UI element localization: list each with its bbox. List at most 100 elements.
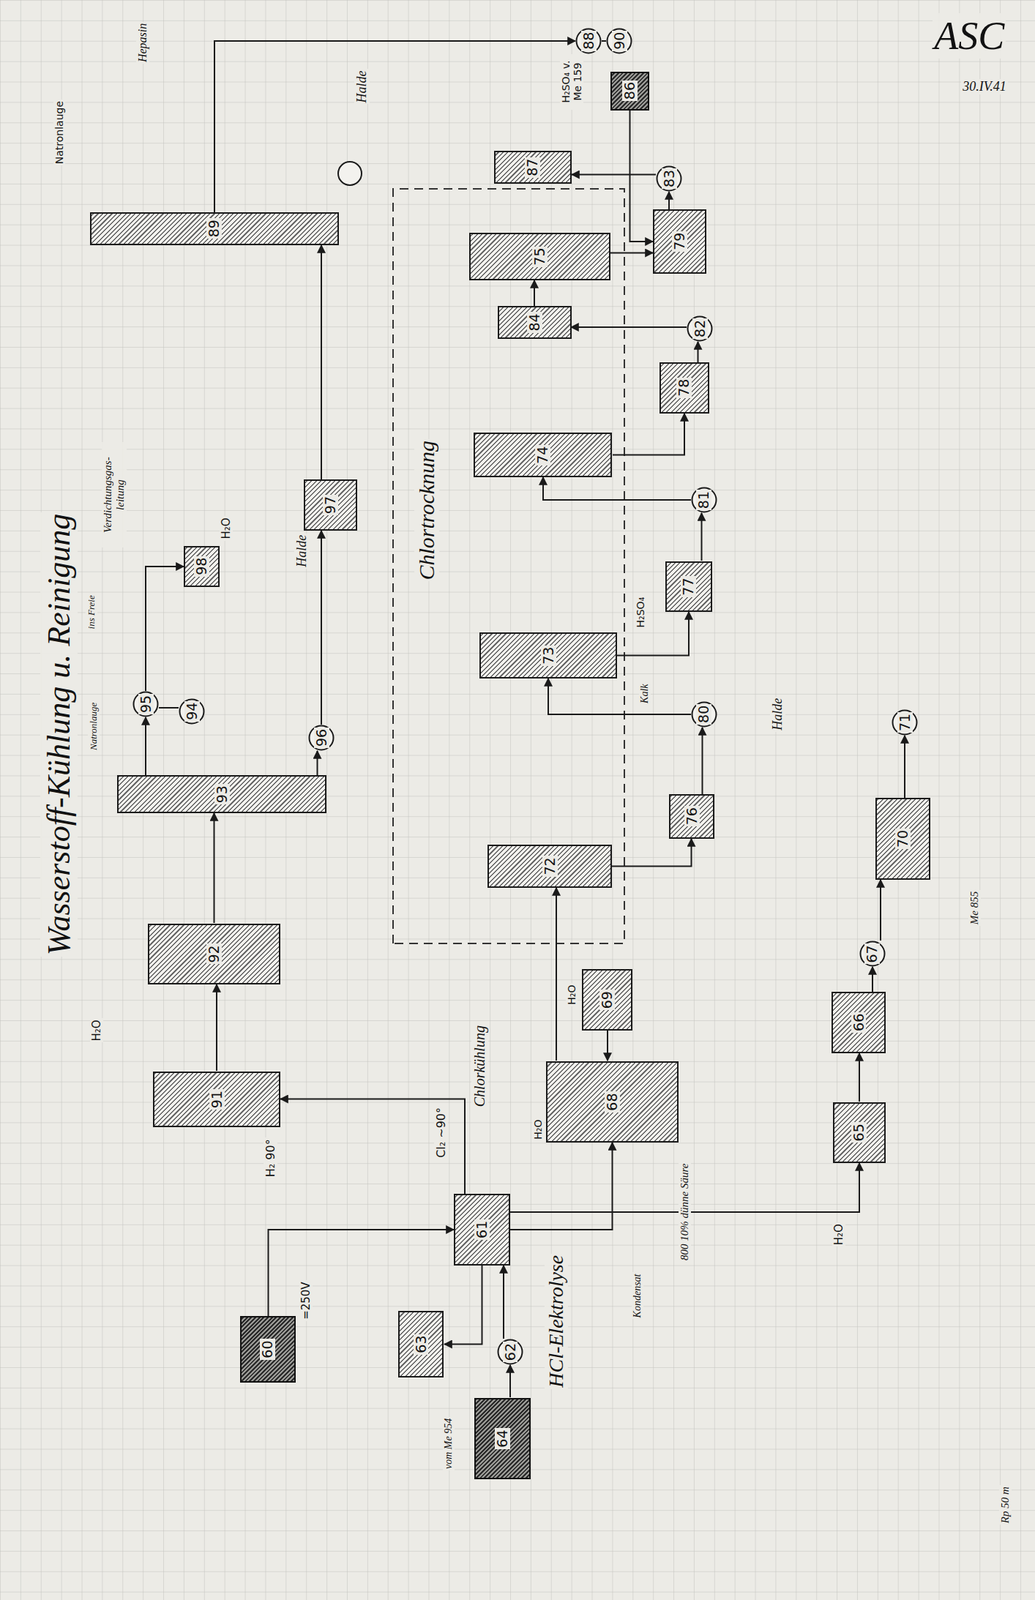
circle-shape (309, 725, 334, 750)
process-line (214, 40, 576, 213)
callout-number: 60 (259, 1338, 276, 1360)
process-line (158, 707, 179, 709)
pump-circle: 82 (686, 315, 713, 342)
callout-number: 91 (209, 1089, 225, 1110)
apparatus-box: 72 (487, 844, 612, 888)
pump-circle: 96 (308, 724, 335, 751)
text-stack: 62 (502, 1341, 519, 1363)
line-label: 800 10% dünne Säure (678, 1162, 691, 1262)
callout-number: 72 (542, 855, 558, 877)
callout-number: 83 (661, 168, 678, 189)
text-stack: 80 (696, 704, 712, 725)
callout-number: 73 (540, 645, 557, 667)
callout-number: 77 (680, 576, 697, 597)
callout-number: 96 (314, 727, 330, 749)
callout-number: 84 (527, 311, 543, 333)
annotation: Me 855 (968, 890, 981, 926)
sheet-title: Wasserstoff-Kühlung u. Reinigung (40, 512, 78, 957)
text-stack: 65 (851, 1122, 867, 1143)
apparatus-box: 69 (581, 969, 634, 1031)
callout-number: 68 (604, 1091, 620, 1112)
annotation: H₂SO₄ v. Me 159 (559, 54, 584, 110)
apparatus-box: 60 (240, 1316, 297, 1383)
text-stack: 69 (599, 989, 615, 1011)
process-line (571, 174, 656, 176)
annotation: Natronlauge (53, 99, 66, 166)
text-stack: 95 (138, 693, 154, 715)
apparatus-box: 84 (497, 305, 571, 339)
apparatus-box: 92 (147, 923, 281, 986)
callout-number: 95 (138, 693, 154, 715)
process-line (548, 678, 691, 715)
annotation: H₂O (832, 1222, 846, 1247)
callout-number: 86 (622, 80, 638, 102)
dashed-region (393, 188, 625, 944)
apparatus-box: 86 (610, 71, 650, 111)
text-stack: 82 (692, 318, 708, 339)
process-line (509, 1365, 511, 1398)
apparatus-box: 75 (469, 232, 610, 282)
pump-symbol (338, 161, 362, 186)
callout-number: 70 (895, 828, 911, 850)
process-line (145, 566, 184, 691)
circle-shape (498, 1340, 523, 1365)
callout-number: 92 (206, 943, 222, 964)
callout-number: 63 (413, 1334, 429, 1355)
callout-number: 80 (696, 704, 712, 725)
callout-number: 79 (671, 231, 688, 252)
annotation: H₂SO₄ (634, 595, 647, 630)
apparatus-box: 93 (117, 775, 327, 814)
annotation: ins Freie (85, 593, 98, 631)
process-line (510, 1142, 613, 1230)
apparatus-box: 87 (494, 150, 572, 184)
process-line (606, 1030, 609, 1061)
apparatus-box: 77 (665, 561, 713, 613)
text-stack: 61 (474, 1219, 490, 1240)
callout-number: 94 (184, 701, 200, 722)
apparatus-box: 98 (183, 546, 220, 588)
text-stack: 76 (684, 805, 700, 827)
process-line (609, 252, 653, 254)
process-line (858, 1053, 861, 1102)
callout-number: 88 (581, 30, 597, 52)
process-line (144, 717, 147, 776)
text-stack: 94 (184, 701, 200, 722)
process-line (630, 110, 654, 242)
process-line (570, 326, 687, 328)
callout-number: 90 (611, 30, 628, 52)
pump-circle: 90 (606, 27, 633, 55)
annotation: Kondensat (631, 1272, 644, 1320)
process-line (502, 1265, 505, 1339)
annotation: Cl₂ ~90° (434, 1106, 448, 1160)
callout-number: 98 (193, 556, 210, 577)
text-stack: 98 (193, 556, 210, 577)
process-line (903, 735, 906, 798)
process-line (320, 245, 323, 480)
callout-number: 69 (599, 989, 615, 1011)
apparatus-box: 64 (474, 1398, 531, 1481)
annotation: H₂O (90, 1018, 104, 1043)
apparatus-box: 66 (831, 991, 886, 1054)
apparatus-box: 68 (546, 1061, 679, 1144)
annotation: H₂O (565, 983, 578, 1006)
text-stack: 91 (209, 1089, 225, 1110)
text-stack: 71 (897, 712, 913, 733)
pump-circle: 94 (178, 698, 205, 725)
process-line (555, 887, 558, 1061)
text-stack: 97 (322, 494, 339, 516)
annotation: Hepasin (136, 21, 150, 64)
callout-number: 65 (851, 1122, 867, 1143)
text-stack: 88 (581, 30, 597, 52)
text-stack: 92 (206, 943, 222, 964)
callout-number: 82 (692, 318, 708, 339)
callout-number: 78 (676, 377, 692, 399)
callout-number: 97 (322, 494, 339, 516)
text-stack: 90 (611, 30, 628, 52)
text-stack: 78 (676, 377, 692, 399)
process-line (215, 984, 218, 1071)
circle-shape (607, 28, 632, 53)
callout-number: 93 (214, 783, 230, 805)
apparatus-box: 63 (398, 1310, 445, 1378)
